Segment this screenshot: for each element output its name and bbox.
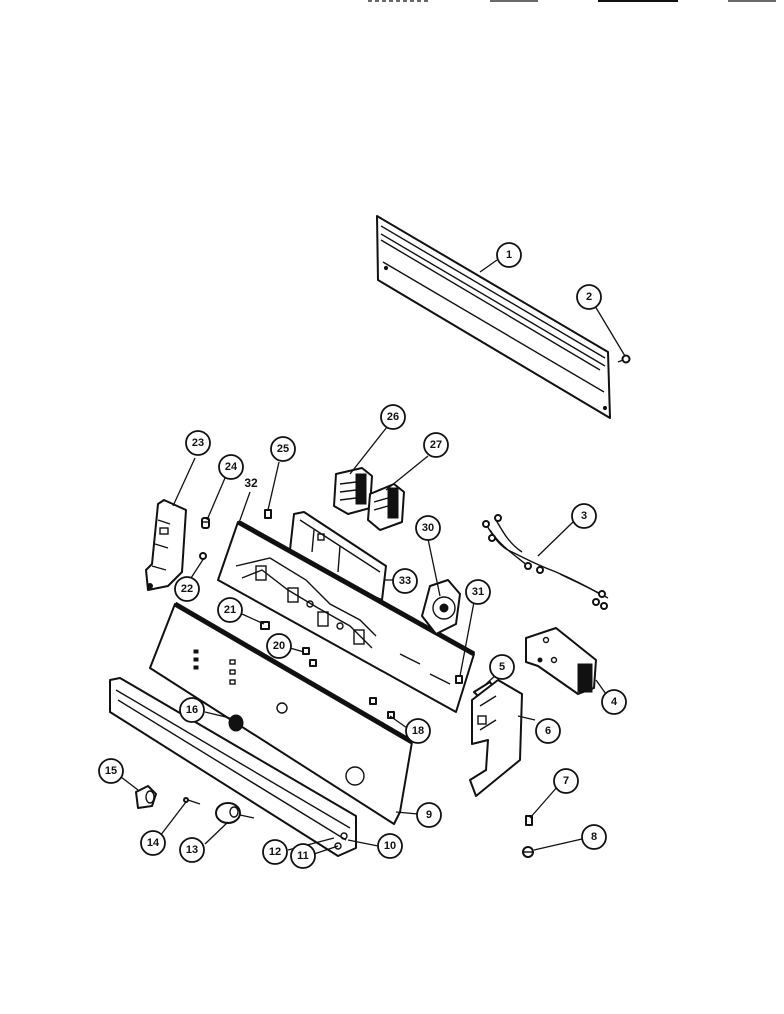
callout-6: 6: [535, 718, 561, 744]
callout-22: 22: [174, 576, 200, 602]
left-end-bracket: [145, 499, 187, 591]
callout-label: 1: [506, 249, 512, 261]
callout-label: 18: [412, 725, 424, 737]
callout-label: 20: [273, 640, 285, 652]
callout-15: 15: [98, 758, 124, 784]
callout-25: 25: [270, 436, 296, 462]
leader-lines: [120, 259, 626, 855]
screw-part-2: [617, 354, 631, 364]
callout-27: 27: [423, 432, 449, 458]
callout-5: 5: [489, 654, 515, 680]
callout-21: 21: [217, 597, 243, 623]
rear-panel: [376, 215, 611, 419]
callout-33: 33: [392, 568, 418, 594]
callout-label: 33: [399, 575, 411, 587]
callout-label: 2: [586, 291, 592, 303]
callout-31: 31: [465, 579, 491, 605]
callout-label: 26: [387, 411, 399, 423]
label-32: 32: [239, 476, 258, 521]
callout-label: 11: [297, 850, 309, 862]
control-panel-part-9: [149, 601, 414, 825]
screw-part-8: [522, 846, 534, 858]
screw-part-25: [264, 509, 272, 519]
callout-label: 6: [545, 725, 551, 737]
callout-9: 9: [416, 802, 442, 828]
callout-label: 8: [591, 831, 597, 843]
callout-8: 8: [581, 824, 607, 850]
callout-label: 15: [105, 765, 117, 777]
callout-label: 27: [430, 439, 442, 451]
callout-18: 18: [405, 718, 431, 744]
callout-23: 23: [185, 430, 211, 456]
knob-part-15: [135, 785, 157, 809]
right-end-bracket-part-6: [469, 679, 523, 797]
spring-clip-part-24: [201, 517, 210, 529]
callout-24: 24: [218, 454, 244, 480]
screw-part-21: [260, 621, 270, 630]
timer-part-30: [421, 579, 461, 635]
knob-part-13: [215, 802, 255, 824]
callout-4: 4: [601, 689, 627, 715]
callout-16: 16: [179, 697, 205, 723]
callout-7: 7: [553, 768, 579, 794]
callout-label: 25: [277, 443, 289, 455]
screw-part-20: [302, 647, 317, 667]
callout-10: 10: [377, 833, 403, 859]
callout-label: 21: [224, 604, 236, 616]
callout-13: 13: [179, 837, 205, 863]
callout-label: 10: [384, 840, 396, 852]
callout-3: 3: [571, 503, 597, 529]
callout-label: 31: [472, 586, 484, 598]
callout-label: 22: [181, 583, 193, 595]
screw-part-7: [525, 815, 533, 826]
callout-label: 13: [186, 844, 198, 856]
selector-switch-part-26: [333, 467, 373, 515]
callout-label: 23: [192, 437, 204, 449]
callout-label: 16: [186, 704, 198, 716]
callout-20: 20: [266, 633, 292, 659]
part-label-32: 32: [244, 476, 258, 490]
callout-label: 12: [269, 846, 281, 858]
screw-part-18: [369, 697, 395, 719]
wire-harness-part-3: [482, 514, 609, 610]
callout-label: 24: [225, 461, 238, 473]
callout-11: 11: [290, 843, 316, 869]
knob-part-16: [228, 714, 244, 732]
callout-label: 30: [422, 522, 434, 534]
callout-1: 1: [496, 242, 522, 268]
terminal-block-part-4: [525, 627, 597, 695]
clip-part-14: [183, 797, 201, 805]
callout-label: 7: [563, 775, 569, 787]
callout-label: 9: [426, 809, 432, 821]
callout-label: 3: [581, 510, 587, 522]
callout-14: 14: [140, 830, 166, 856]
screw-part-31: [455, 675, 463, 684]
callout-label: 4: [611, 696, 618, 708]
trim-strip-part-10: [109, 677, 357, 857]
selector-switch-part-27: [367, 483, 405, 531]
callout-30: 30: [415, 515, 441, 541]
callout-label: 14: [147, 837, 160, 849]
callout-26: 26: [380, 404, 406, 430]
callout-label: 5: [499, 661, 505, 673]
callout-2: 2: [576, 284, 602, 310]
callout-12: 12: [262, 839, 288, 865]
clip-part-22: [199, 552, 207, 560]
